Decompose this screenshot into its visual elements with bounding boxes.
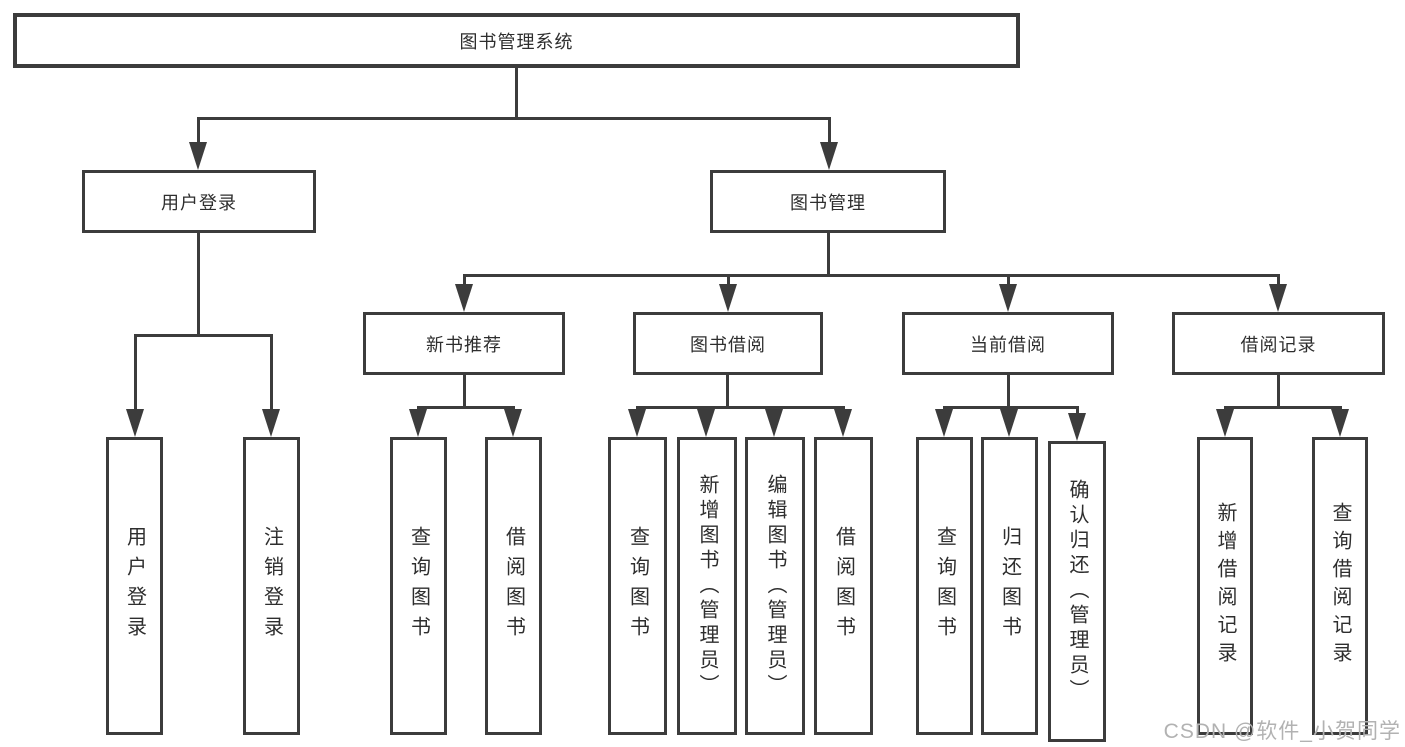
node-book-management: 图书管理: [710, 170, 946, 233]
arrow-down-icon: [504, 409, 522, 437]
leaf-recommend-borrow-book: 借阅图书: [485, 437, 542, 735]
node-root-library-management-system: 图书管理系统: [13, 13, 1020, 68]
connector-line: [1277, 375, 1280, 409]
arrow-down-icon: [820, 142, 838, 170]
node-label: 查询图书: [626, 526, 649, 646]
node-label: 当前借阅: [970, 334, 1046, 355]
arrow-down-icon: [409, 409, 427, 437]
connector-line: [1076, 406, 1079, 418]
connector-line: [727, 274, 730, 288]
node-label: 图书借阅: [690, 334, 766, 355]
leaf-borrow-query-book: 查询图书: [608, 437, 667, 735]
node-borrowing-records: 借阅记录: [1172, 312, 1385, 375]
leaf-logout-login: 注销登录: [243, 437, 300, 735]
csdn-watermark: CSDN @软件_小贺同学: [1163, 720, 1401, 743]
node-label: 借阅图书: [502, 526, 525, 646]
connector-line: [726, 375, 729, 409]
arrow-down-icon: [1000, 409, 1018, 437]
connector-line: [828, 117, 831, 146]
node-book-borrowing: 图书借阅: [633, 312, 823, 375]
arrow-down-icon: [1269, 284, 1287, 312]
arrow-down-icon: [935, 409, 953, 437]
node-new-book-recommendation: 新书推荐: [363, 312, 565, 375]
node-label: 用户登录: [161, 192, 237, 213]
leaf-borrow-add-book-admin: 新增图书（管理员）: [677, 437, 737, 735]
arrow-down-icon: [999, 284, 1017, 312]
arrow-down-icon: [765, 409, 783, 437]
leaf-borrow-borrow-book: 借阅图书: [814, 437, 873, 735]
arrow-down-icon: [1216, 409, 1234, 437]
connector-line: [417, 406, 514, 409]
connector-line: [1277, 274, 1280, 288]
node-label: 借阅记录: [1240, 334, 1317, 355]
node-label: 新增图书（管理员）: [696, 473, 718, 699]
leaf-user-login: 用户登录: [106, 437, 163, 735]
node-label: 归还图书: [998, 526, 1021, 646]
connector-line: [197, 233, 200, 337]
node-label: 编辑图书（管理员）: [764, 473, 786, 699]
connector-line: [463, 274, 1279, 277]
connector-line: [1007, 375, 1010, 409]
leaf-recommend-query-book: 查询图书: [390, 437, 447, 735]
connector-line: [515, 68, 518, 118]
node-label: 借阅图书: [832, 526, 855, 646]
leaf-record-query-borrow-record: 查询借阅记录: [1312, 437, 1368, 735]
connector-line: [270, 334, 273, 412]
leaf-current-query-book: 查询图书: [916, 437, 973, 735]
connector-line: [197, 117, 831, 120]
connector-line: [1224, 406, 1341, 409]
arrow-down-icon: [126, 409, 144, 437]
connector-line: [1007, 274, 1010, 288]
connector-line: [197, 117, 200, 146]
node-label: 图书管理: [790, 192, 866, 213]
leaf-current-confirm-return-admin: 确认归还（管理员）: [1048, 441, 1106, 742]
node-label: 新增借阅记录: [1214, 502, 1236, 670]
leaf-current-return-book: 归还图书: [981, 437, 1038, 735]
leaf-record-add-borrow-record: 新增借阅记录: [1197, 437, 1253, 735]
node-label: 查询图书: [933, 526, 956, 646]
connector-line: [463, 274, 466, 288]
node-current-borrowing: 当前借阅: [902, 312, 1114, 375]
connector-line: [636, 406, 844, 409]
leaf-borrow-edit-book-admin: 编辑图书（管理员）: [745, 437, 805, 735]
arrow-down-icon: [719, 284, 737, 312]
node-label: 确认归还（管理员）: [1066, 479, 1088, 704]
arrow-down-icon: [189, 142, 207, 170]
node-label: 注销登录: [260, 526, 283, 646]
arrow-down-icon: [628, 409, 646, 437]
node-label: 查询借阅记录: [1329, 502, 1351, 670]
node-label: 新书推荐: [426, 334, 502, 355]
arrow-down-icon: [834, 409, 852, 437]
node-user-login: 用户登录: [82, 170, 316, 233]
node-label: 查询图书: [407, 526, 430, 646]
arrow-down-icon: [1068, 413, 1086, 441]
connector-line: [943, 406, 1079, 409]
connector-line: [134, 334, 137, 412]
arrow-down-icon: [262, 409, 280, 437]
connector-line: [134, 334, 273, 337]
connector-line: [827, 233, 830, 277]
arrow-down-icon: [1331, 409, 1349, 437]
node-label: 图书管理系统: [459, 31, 574, 52]
arrow-down-icon: [455, 284, 473, 312]
connector-line: [463, 375, 466, 409]
node-label: 用户登录: [123, 526, 146, 646]
arrow-down-icon: [697, 409, 715, 437]
